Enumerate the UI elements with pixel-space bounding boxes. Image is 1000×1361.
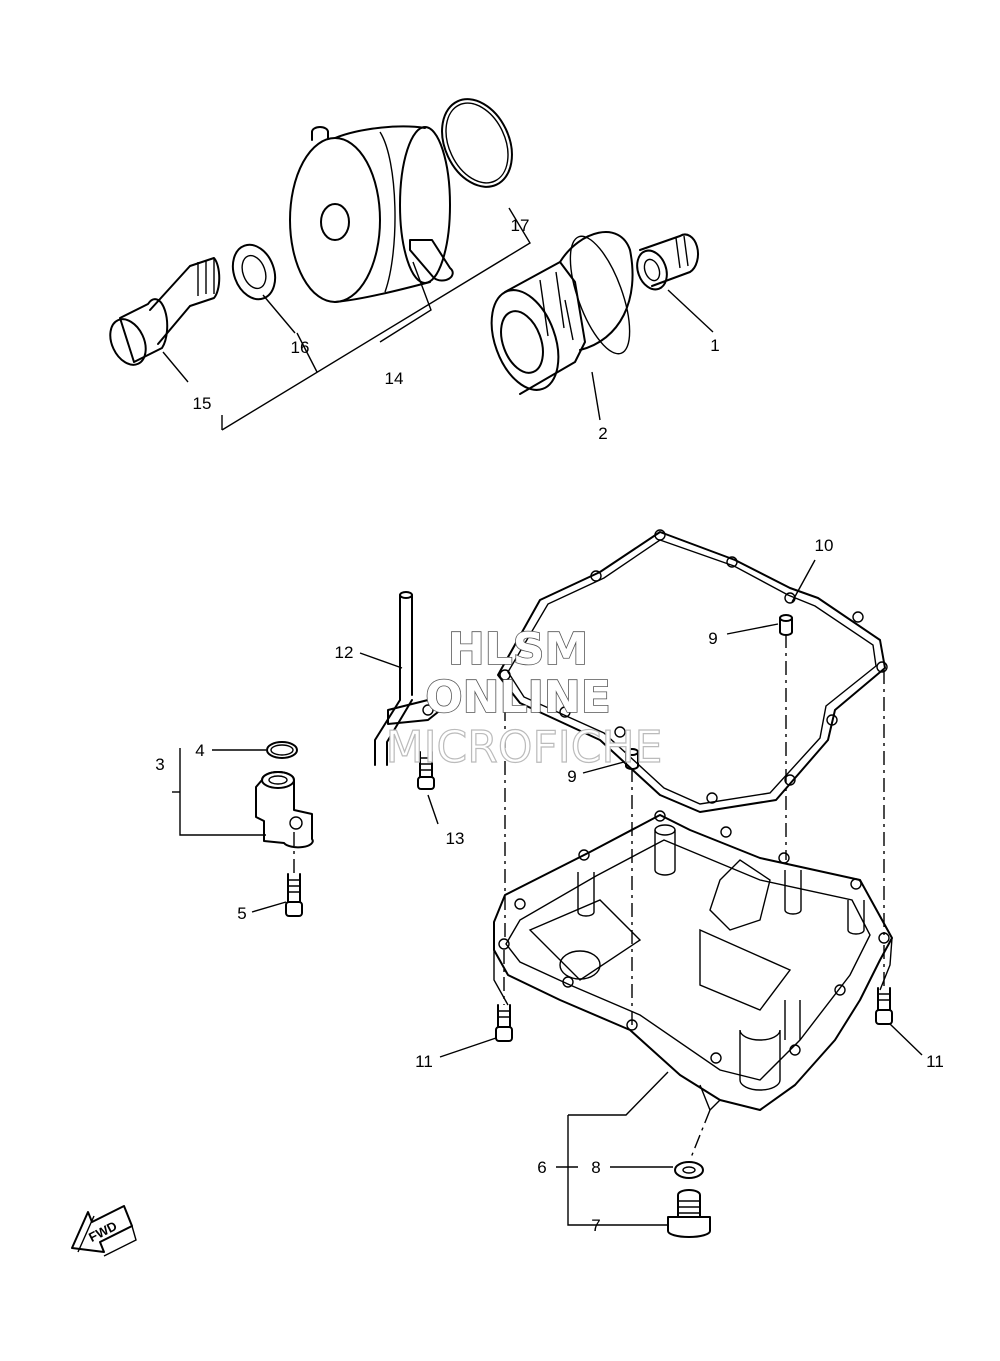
bolt-part-11-right[interactable] bbox=[875, 987, 893, 1025]
oil-pipe-part-12[interactable] bbox=[374, 591, 444, 766]
callout-14: 14 bbox=[385, 369, 404, 388]
screw-part-5[interactable] bbox=[285, 873, 303, 917]
leader-lines bbox=[162, 207, 923, 1226]
callout-15: 15 bbox=[193, 394, 212, 413]
callout-5: 5 bbox=[237, 904, 246, 923]
callout-11-left: 11 bbox=[415, 1052, 433, 1071]
forward-direction-arrow: FWD bbox=[71, 1205, 137, 1257]
watermark-line-2: ONLINE bbox=[425, 672, 611, 723]
callout-8: 8 bbox=[591, 1158, 600, 1177]
o-ring-part-17[interactable] bbox=[429, 88, 526, 198]
fitting-part-1[interactable] bbox=[632, 233, 699, 294]
dowel-pin-part-9-upper[interactable] bbox=[779, 614, 793, 636]
callout-13: 13 bbox=[446, 829, 465, 848]
bolt-part-13[interactable] bbox=[417, 751, 435, 790]
callout-4: 4 bbox=[195, 741, 204, 760]
gasket-part-8[interactable] bbox=[674, 1161, 704, 1179]
oil-pan-gasket-part-10[interactable] bbox=[497, 529, 888, 813]
callout-7: 7 bbox=[591, 1216, 600, 1235]
callout-2: 2 bbox=[598, 424, 607, 443]
callout-3: 3 bbox=[155, 755, 164, 774]
callout-12: 12 bbox=[335, 643, 354, 662]
callout-11-right: 11 bbox=[926, 1052, 944, 1071]
oil-pan-part-6[interactable] bbox=[493, 810, 893, 1112]
callout-1: 1 bbox=[710, 336, 719, 355]
callout-17: 17 bbox=[511, 216, 530, 235]
callout-labels: 1 2 3 4 5 6 7 8 9 9 10 11 11 12 13 14 15… bbox=[155, 216, 944, 1235]
oil-cooler-part-14[interactable] bbox=[289, 125, 454, 303]
drain-plug-part-7[interactable] bbox=[667, 1189, 711, 1238]
callout-16: 16 bbox=[291, 338, 310, 357]
o-ring-part-4[interactable] bbox=[266, 741, 298, 759]
watermark: HLSM ONLINE MICROFICHE bbox=[385, 623, 663, 773]
watermark-line-1: HLSM bbox=[448, 624, 588, 675]
callout-6: 6 bbox=[537, 1158, 546, 1177]
watermark-line-3: MICROFICHE bbox=[386, 722, 663, 773]
bolt-part-11-left[interactable] bbox=[495, 1004, 513, 1042]
union-bolt-part-15[interactable] bbox=[103, 257, 221, 371]
callout-10: 10 bbox=[815, 536, 834, 555]
assembly-centerlines bbox=[293, 634, 885, 1161]
callout-9-lower: 9 bbox=[567, 767, 576, 786]
oil-pressure-switch-assembly-part-3[interactable] bbox=[255, 771, 314, 849]
oil-filter-part-2[interactable] bbox=[479, 229, 642, 399]
callout-9-upper: 9 bbox=[708, 629, 717, 648]
washer-part-16[interactable] bbox=[226, 239, 283, 305]
